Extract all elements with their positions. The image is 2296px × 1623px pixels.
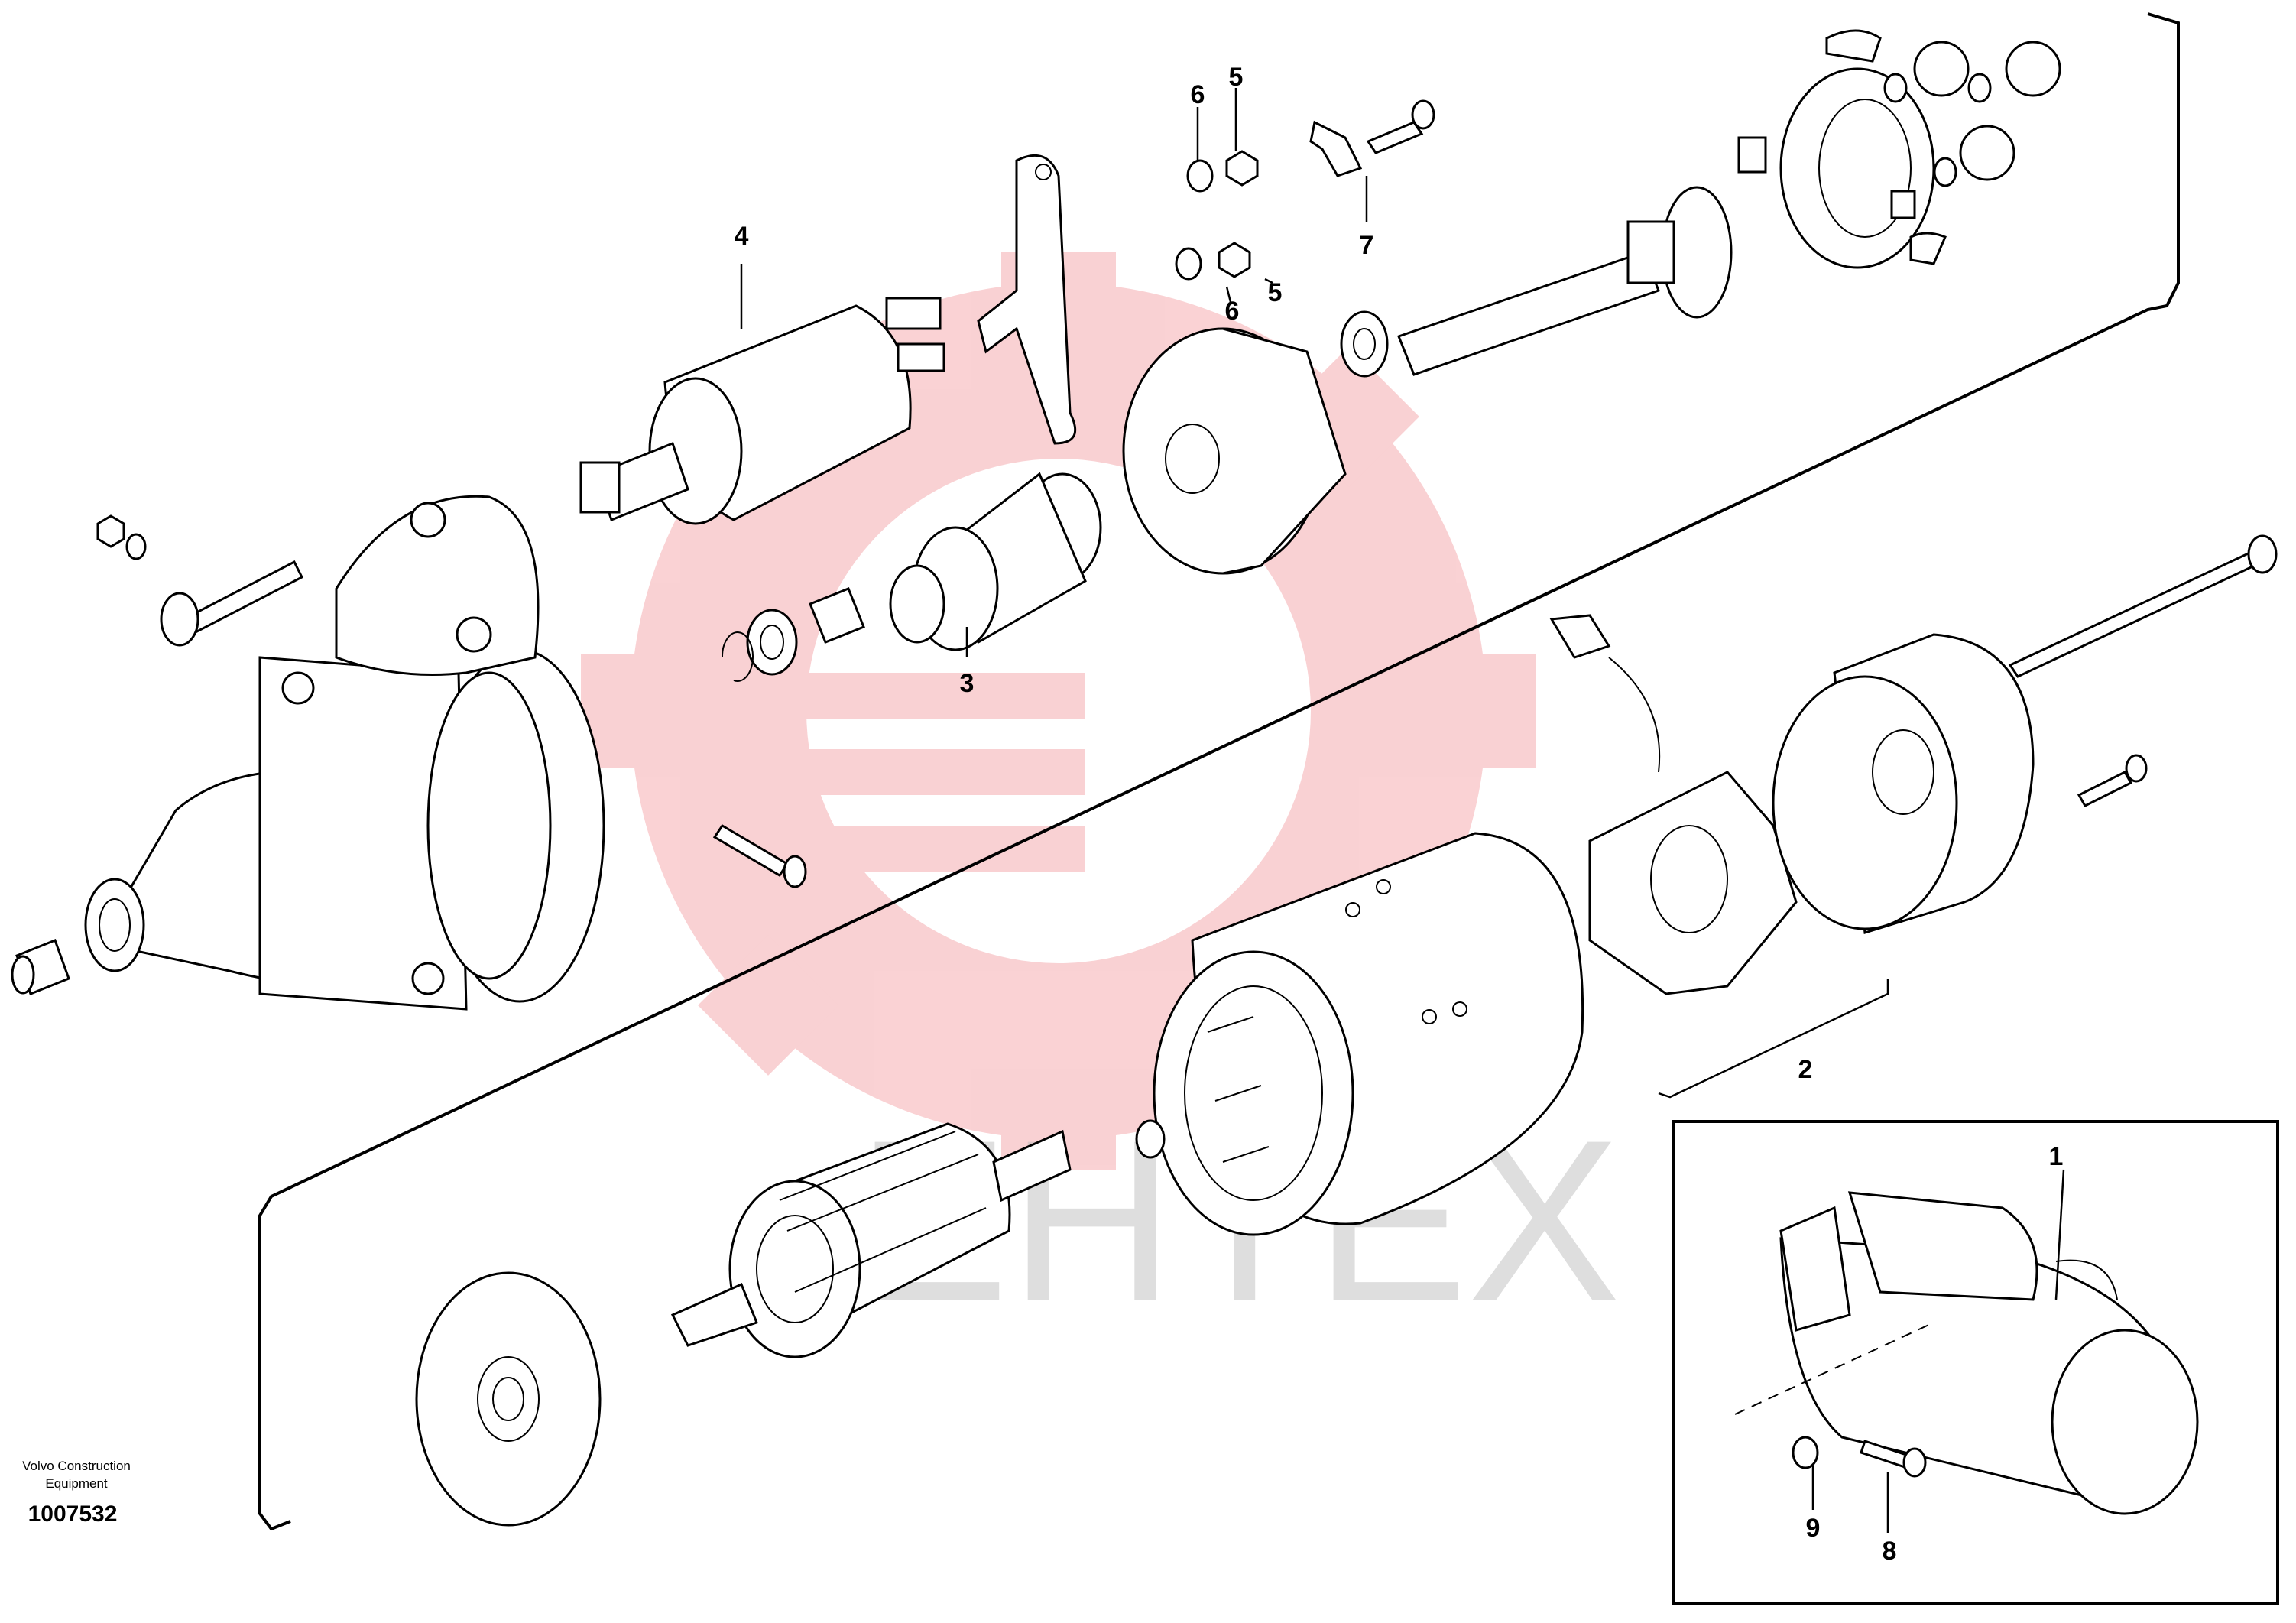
callout-6-lower: 6 [1225,297,1240,326]
inset-panel [1672,1120,2279,1605]
drive-end-housing [84,495,605,1011]
circlip [721,631,754,682]
callout-1: 1 [2049,1142,2064,1171]
publisher-caption-line1: Volvo Construction [22,1459,131,1473]
intermediate-bracket [1122,327,1347,575]
drive-pinion-assembly [889,472,1102,651]
armature [670,1122,1072,1358]
pinion-collar [809,587,865,644]
shaft-washer [1340,310,1389,378]
callout-8: 8 [1883,1537,1897,1566]
callout-9: 9 [1806,1514,1821,1543]
bolt [160,560,807,888]
end-cover [1772,633,2035,934]
brush-holder [1549,614,1798,995]
callout-5-lower: 5 [1268,278,1283,307]
clip-bracket [1309,120,1363,177]
bushing [11,939,70,995]
gear-segment [1737,29,1947,265]
starter-motor [1779,1191,2199,1515]
callout-3: 3 [960,669,975,698]
lock-washer [125,159,1214,560]
commutator-end-shield [415,1271,602,1527]
callout-5-top: 5 [1229,63,1244,92]
solenoid [579,297,945,525]
leader-lines [740,88,2065,1533]
thrust-washer [746,609,798,676]
planet-gear [1883,41,2061,187]
screw [1366,99,2148,807]
assembly-frame [258,12,2180,1531]
callout-2: 2 [1798,1055,1813,1084]
through-bolt [2008,534,2278,678]
nut [96,150,1259,548]
mounting-washer [1792,1436,1819,1469]
yoke [1153,832,1584,1236]
callout-6-top: 6 [1191,80,1205,109]
callout-4: 4 [735,222,749,251]
planetary-shaft [1397,186,1733,376]
fork-lever [977,154,1077,445]
callout-7: 7 [1360,231,1374,260]
document-number: 1007532 [28,1501,118,1527]
mounting-bolt [1860,1440,1927,1478]
publisher-caption-line2: Equipment [45,1476,108,1491]
o-ring [1135,1119,1166,1159]
